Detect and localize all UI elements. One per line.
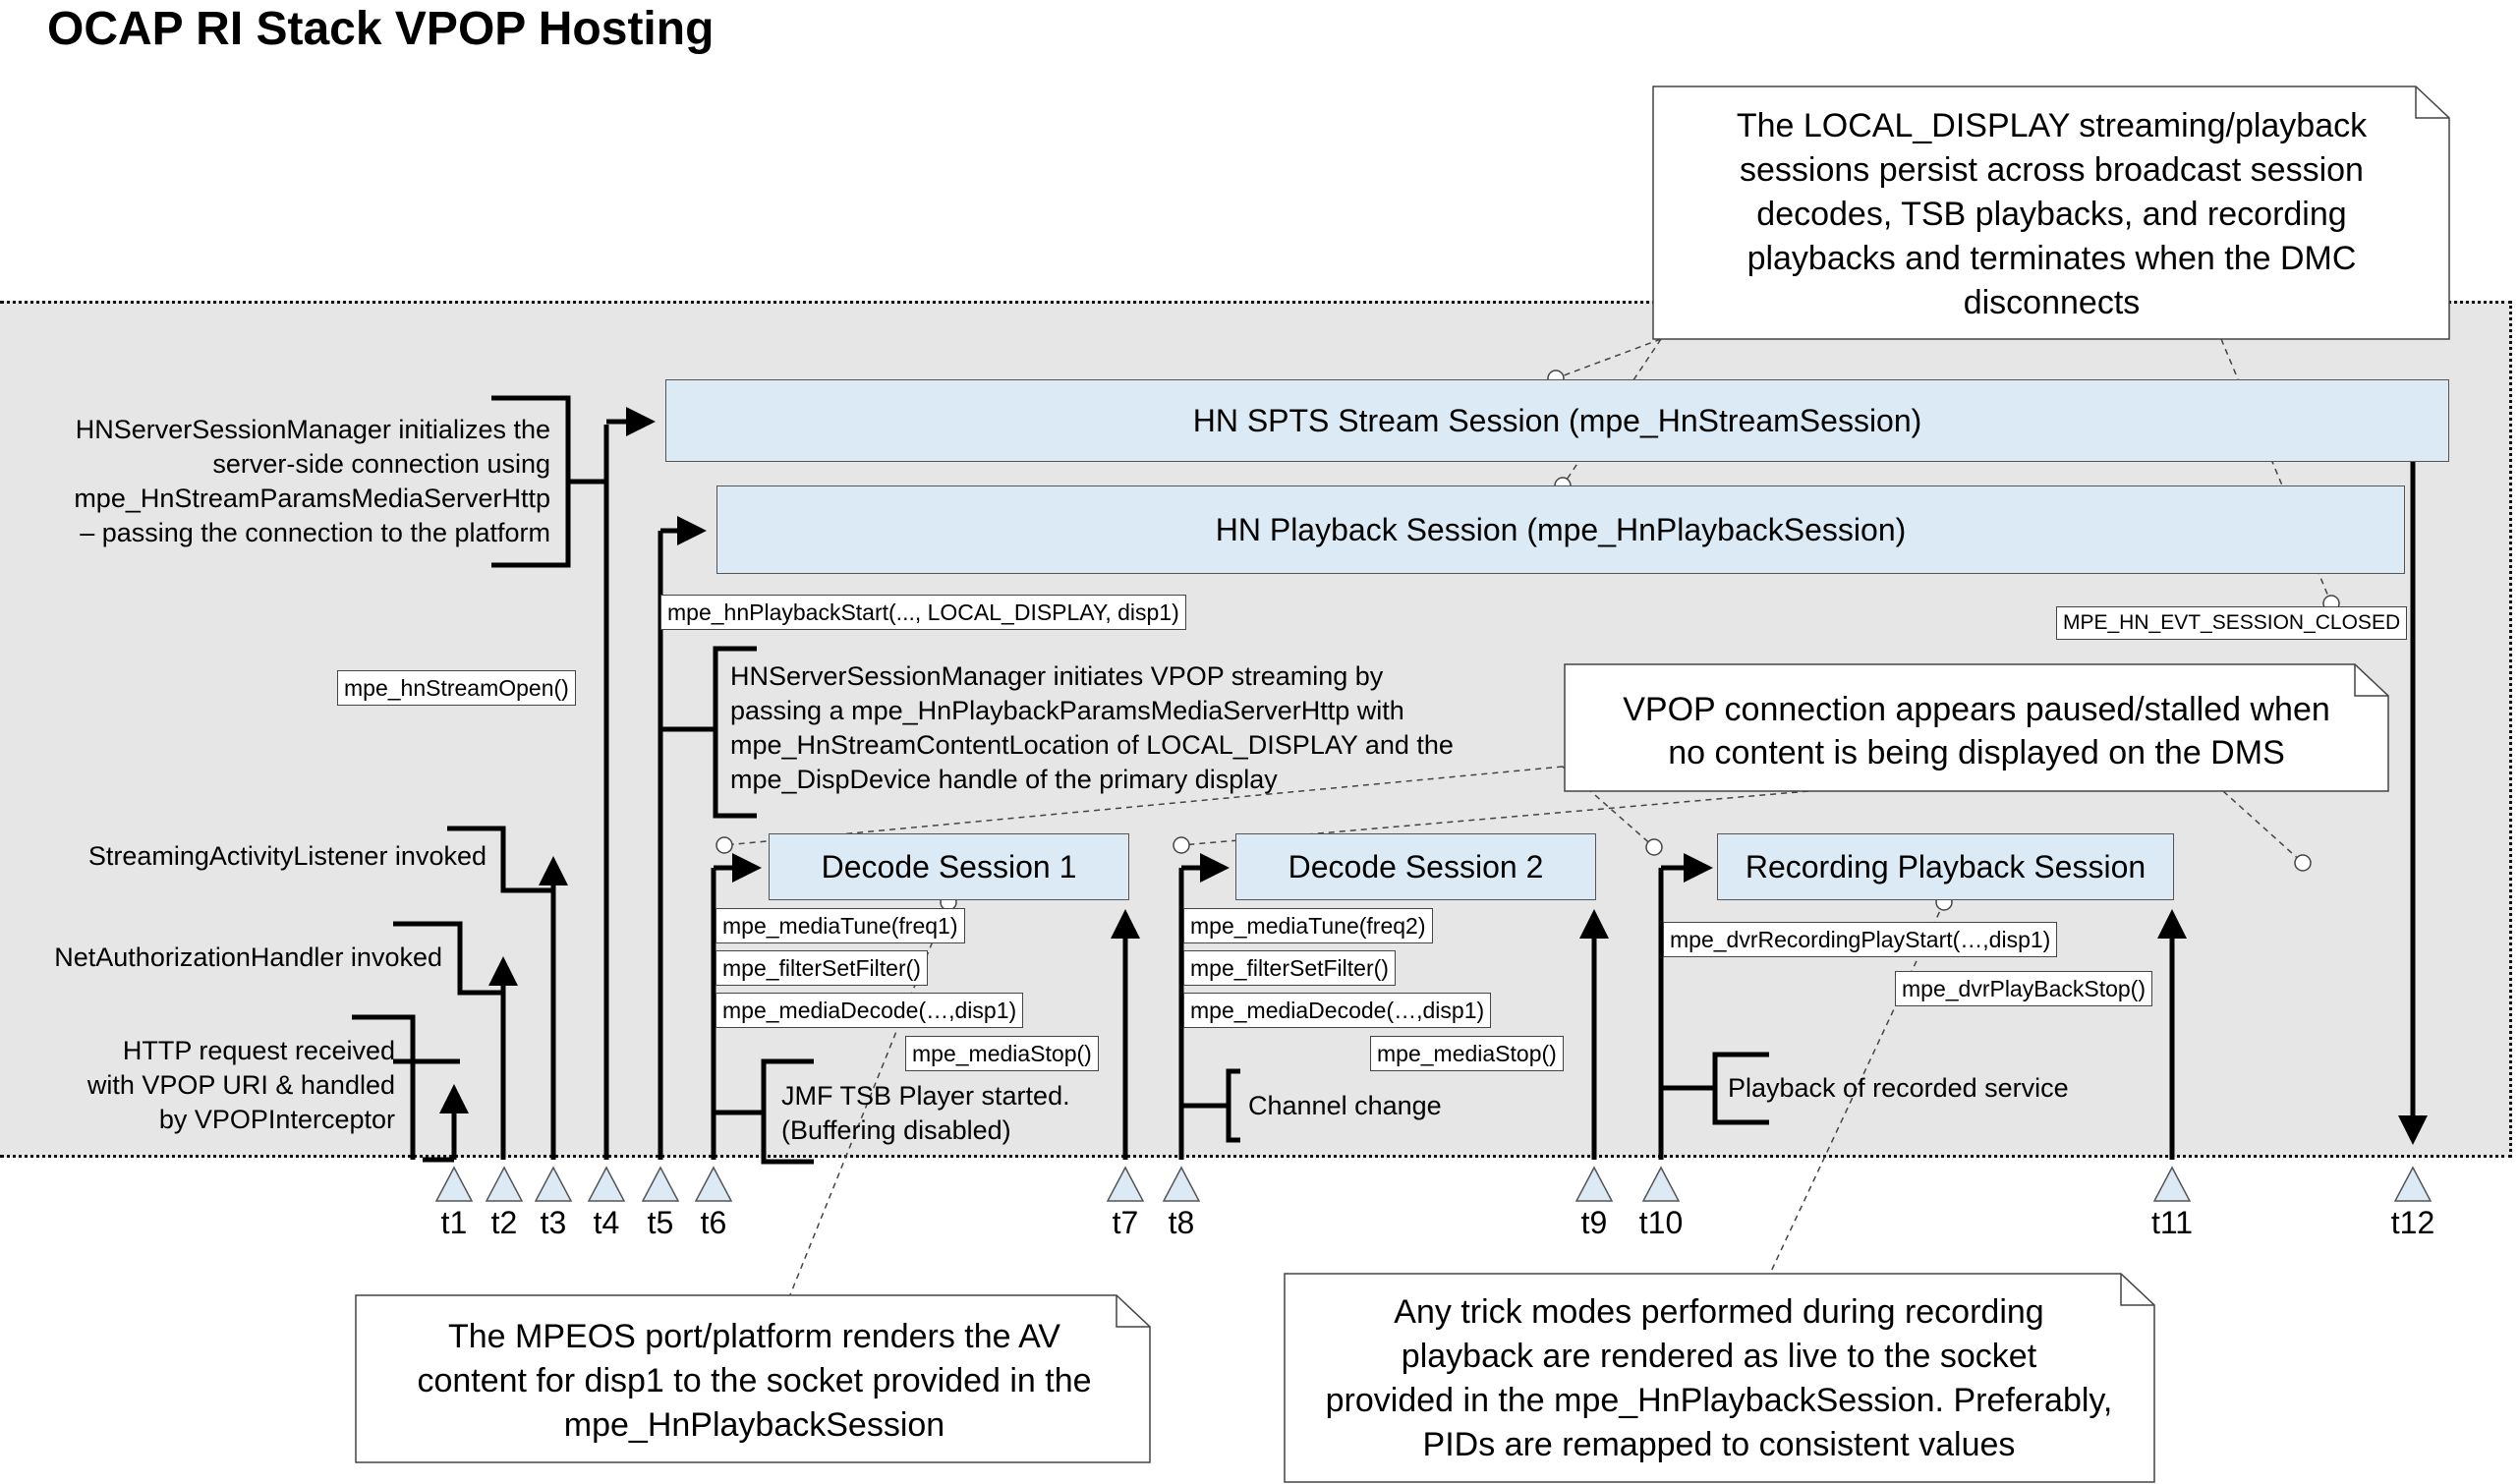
note-playback-recorded: Playback of recorded service xyxy=(1728,1073,2069,1103)
note-line: with VPOP URI & handled xyxy=(86,1070,395,1100)
time-label-t5: t5 xyxy=(647,1205,674,1240)
note-line: (Buffering disabled) xyxy=(781,1115,1011,1145)
note-line: HNServerSessionManager initializes the xyxy=(75,415,550,444)
note-line: JMF TSB Player started. xyxy=(781,1081,1070,1111)
callout-line: The LOCAL_DISPLAY streaming/playback xyxy=(1736,106,2368,144)
callout-line: no content is being displayed on the DMS xyxy=(1668,734,2285,771)
note-line: server-side connection using xyxy=(212,449,550,479)
call-media-stop-1: mpe_mediaStop() xyxy=(905,1036,1099,1072)
callout-line: Any trick modes performed during recordi… xyxy=(1394,1293,2044,1331)
time-label-t9: t9 xyxy=(1580,1205,1608,1240)
callout-line: disconnects xyxy=(1963,283,2141,321)
note-line: HTTP request received xyxy=(122,1036,395,1065)
call-playback-stop: mpe_dvrPlayBackStop() xyxy=(1895,971,2152,1007)
time-label-t12: t12 xyxy=(2390,1205,2435,1240)
note-streaming-listener: StreamingActivityListener invoked xyxy=(87,841,487,871)
call-session-closed: MPE_HN_EVT_SESSION_CLOSED xyxy=(2056,606,2408,641)
call-media-stop-2: mpe_mediaStop() xyxy=(1370,1036,1564,1072)
time-label-t11: t11 xyxy=(2150,1205,2194,1240)
time-label-t1: t1 xyxy=(440,1205,468,1240)
callout-line: playback are rendered as live to the soc… xyxy=(1401,1338,2037,1375)
call-media-decode-2: mpe_mediaDecode(…,disp1) xyxy=(1183,993,1492,1029)
note-jmf: JMF TSB Player started. (Buffering disab… xyxy=(781,1079,1135,1148)
time-label-t7: t7 xyxy=(1112,1205,1139,1240)
note-line: HNServerSessionManager initiates VPOP st… xyxy=(730,661,1384,691)
note-line: passing a mpe_HnPlaybackParamsMediaServe… xyxy=(730,696,1404,725)
recording-playback-session: Recording Playback Session xyxy=(1717,833,2174,900)
decode-session-2: Decode Session 2 xyxy=(1235,833,1596,900)
note-net-auth: NetAuthorizationHandler invoked xyxy=(54,942,442,972)
stream-session-bar: HN SPTS Stream Session (mpe_HnStreamSess… xyxy=(665,379,2449,462)
call-stream-open: mpe_hnStreamOpen() xyxy=(337,670,576,707)
decode-session-1: Decode Session 1 xyxy=(769,833,1129,900)
note-http-request: HTTP request received with VPOP URI & ha… xyxy=(20,1034,395,1137)
call-media-decode-1: mpe_mediaDecode(…,disp1) xyxy=(716,993,1024,1029)
call-filter-set-1: mpe_filterSetFilter() xyxy=(716,950,928,987)
call-playback-start: mpe_hnPlaybackStart(..., LOCAL_DISPLAY, … xyxy=(660,595,1186,631)
note-vpop-init: HNServerSessionManager initiates VPOP st… xyxy=(730,659,1536,797)
callout-line: VPOP connection appears paused/stalled w… xyxy=(1623,691,2330,728)
time-label-t8: t8 xyxy=(1168,1205,1195,1240)
time-label-t10: t10 xyxy=(1638,1205,1684,1240)
call-filter-set-2: mpe_filterSetFilter() xyxy=(1183,950,1396,987)
note-server-init: HNServerSessionManager initializes the s… xyxy=(20,413,550,550)
playback-session-bar: HN Playback Session (mpe_HnPlaybackSessi… xyxy=(716,485,2405,574)
callout-mpeos: The MPEOS port/platform renders the AV c… xyxy=(364,1303,1145,1458)
note-line: – passing the connection to the platform xyxy=(80,518,550,547)
callout-vpop-paused: VPOP connection appears paused/stalled w… xyxy=(1571,676,2382,786)
time-label-t3: t3 xyxy=(540,1205,567,1240)
callout-line: provided in the mpe_HnPlaybackSession. P… xyxy=(1325,1382,2113,1419)
note-line: mpe_DispDevice handle of the primary dis… xyxy=(730,765,1278,794)
call-media-tune-1: mpe_mediaTune(freq1) xyxy=(716,908,965,944)
time-label-t4: t4 xyxy=(593,1205,620,1240)
note-channel-change: Channel change xyxy=(1248,1091,1442,1120)
timeline-markers xyxy=(434,1166,2433,1202)
callout-line: mpe_HnPlaybackSession xyxy=(563,1405,945,1444)
call-recording-play-start: mpe_dvrRecordingPlayStart(…,disp1) xyxy=(1663,922,2058,958)
note-line: mpe_HnStreamParamsMediaServerHttp xyxy=(74,484,550,513)
note-line: mpe_HnStreamContentLocation of LOCAL_DIS… xyxy=(730,730,1454,760)
callout-local-display: The LOCAL_DISPLAY streaming/playback ses… xyxy=(1661,96,2442,332)
time-label-t2: t2 xyxy=(490,1205,518,1240)
callout-line: playbacks and terminates when the DMC xyxy=(1746,239,2357,277)
callout-line: sessions persist across broadcast sessio… xyxy=(1740,150,2364,189)
callout-line: PIDs are remapped to consistent values xyxy=(1422,1426,2016,1463)
page-title: OCAP RI Stack VPOP Hosting xyxy=(47,3,715,55)
callout-line: decodes, TSB playbacks, and recording xyxy=(1756,195,2347,233)
callout-line: The MPEOS port/platform renders the AV xyxy=(448,1317,1060,1355)
callout-line: content for disp1 to the socket provided… xyxy=(417,1361,1092,1399)
note-line: by VPOPInterceptor xyxy=(158,1105,395,1134)
call-media-tune-2: mpe_mediaTune(freq2) xyxy=(1183,908,1433,944)
time-label-t6: t6 xyxy=(700,1205,727,1240)
callout-trick-modes: Any trick modes performed during recordi… xyxy=(1289,1282,2148,1476)
